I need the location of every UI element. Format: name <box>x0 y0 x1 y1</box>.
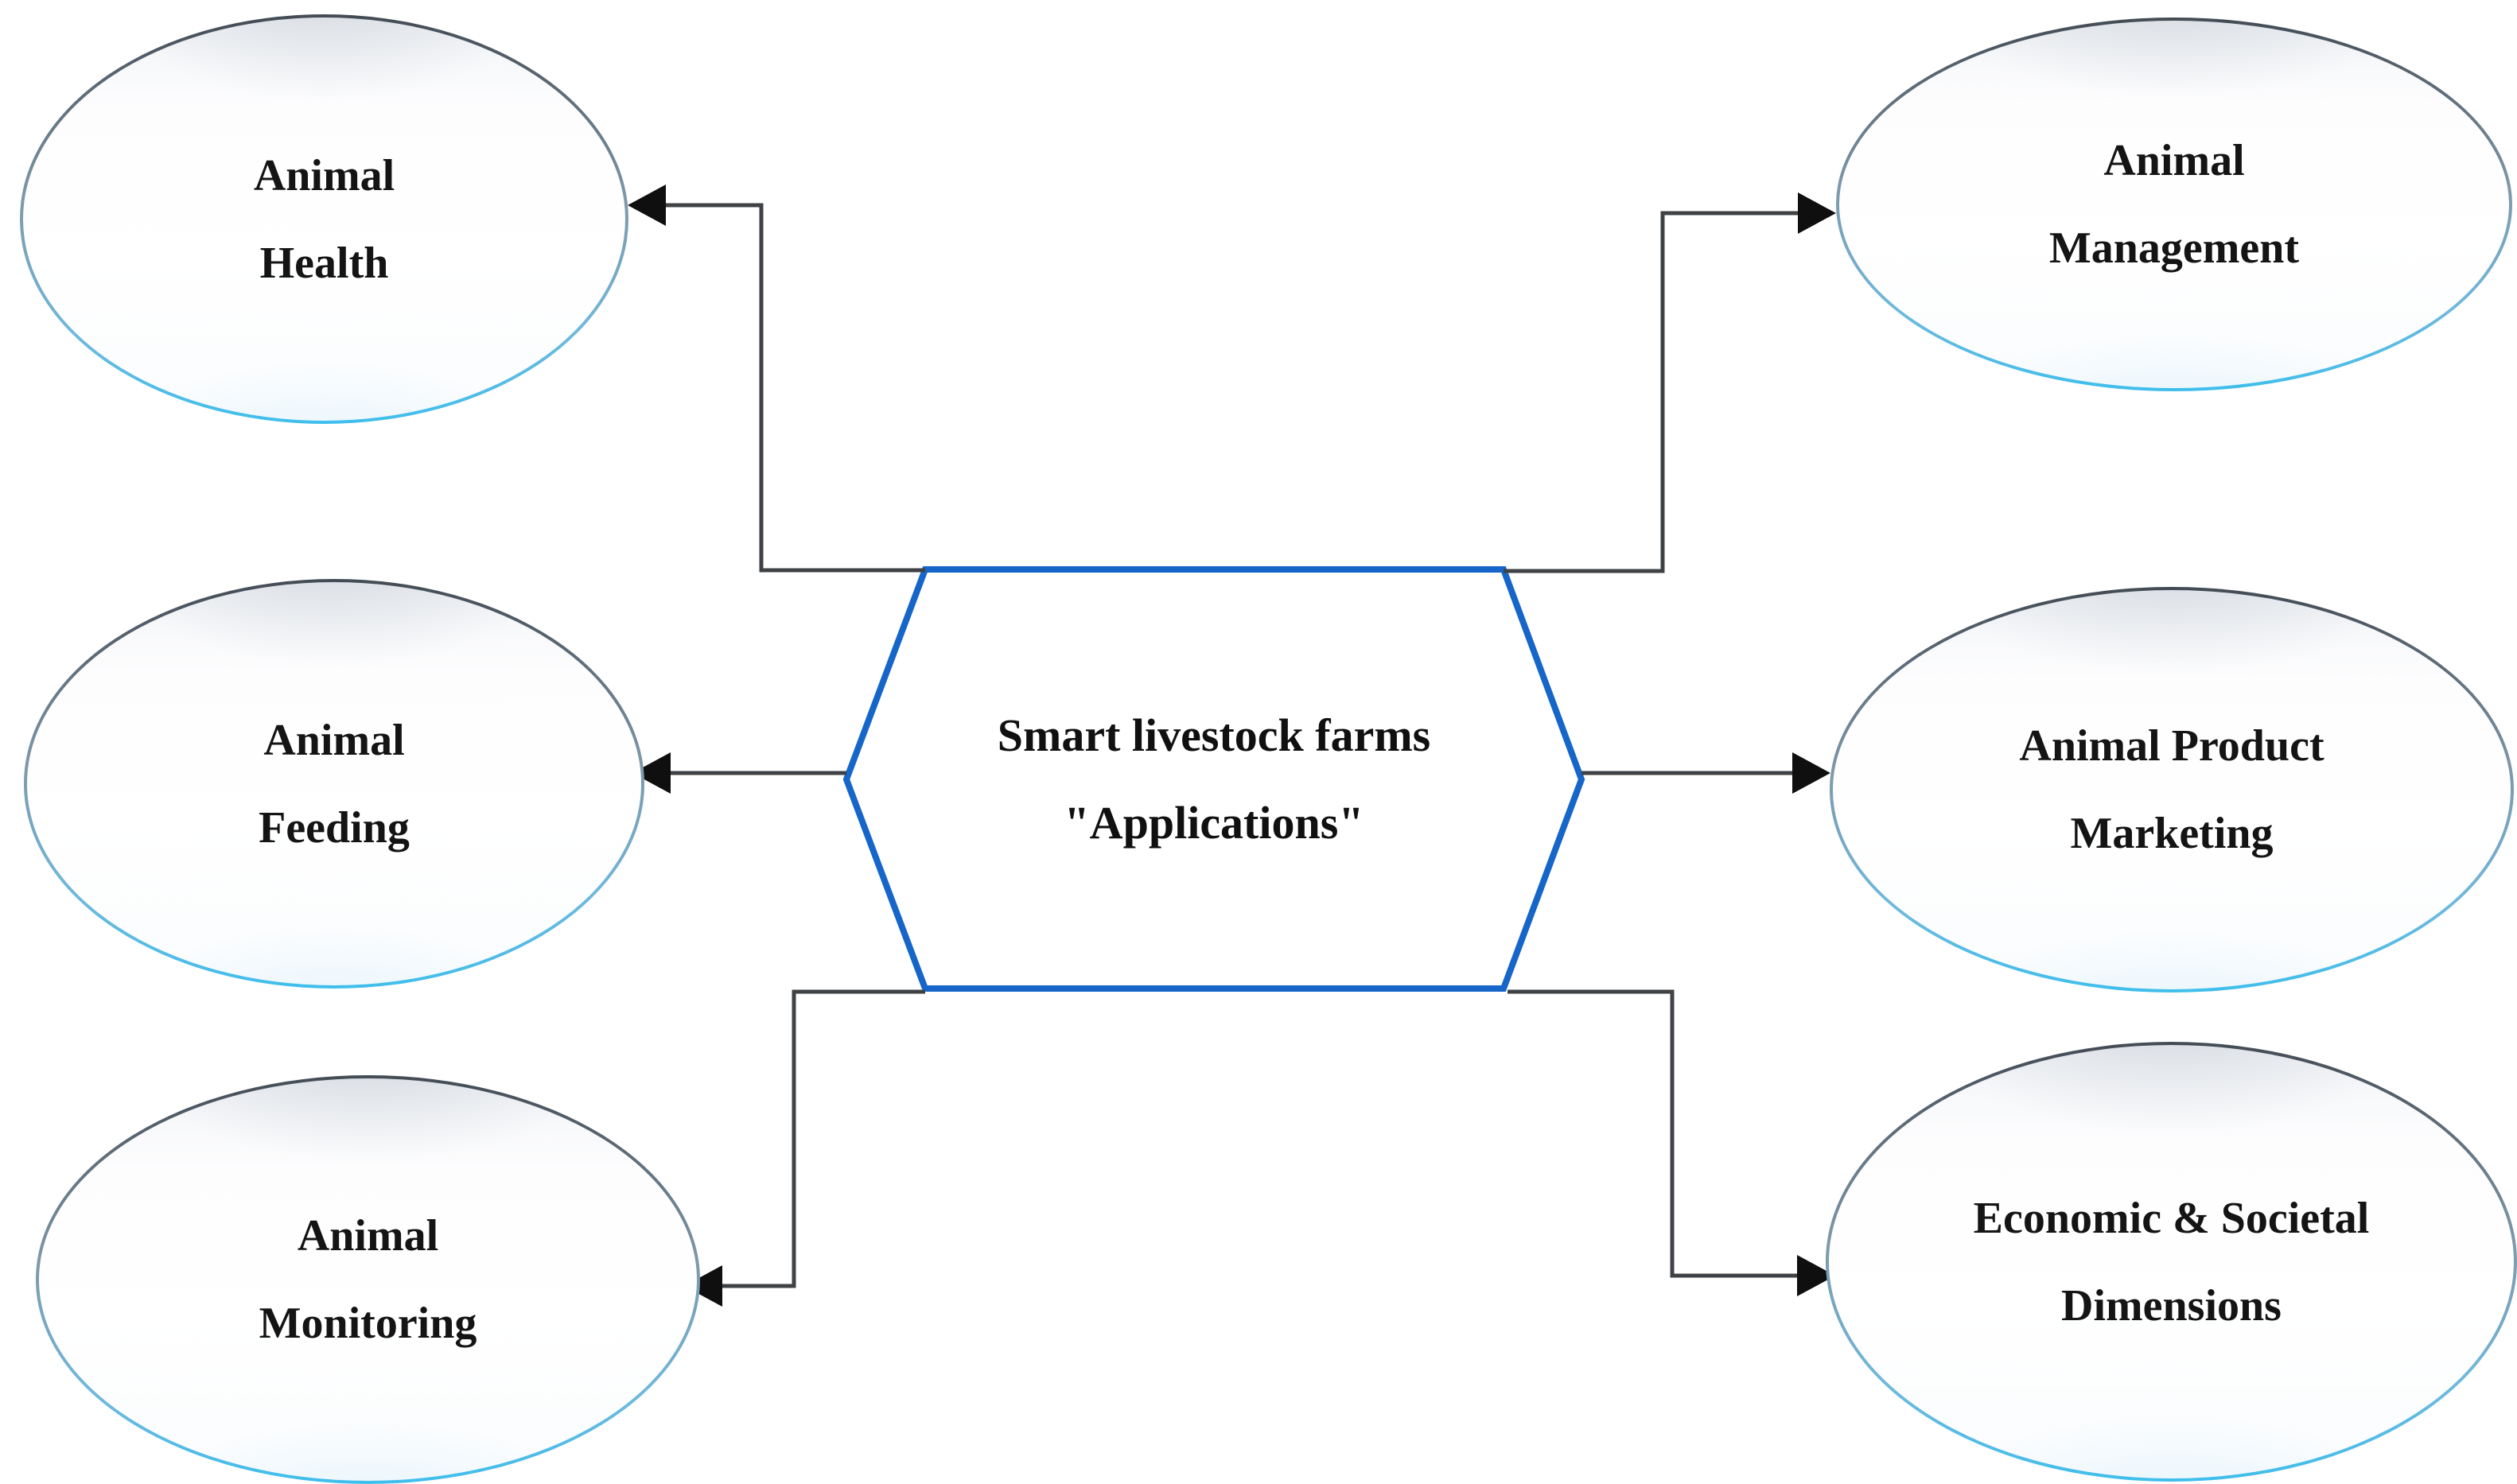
arrowhead-left-icon <box>684 1265 722 1307</box>
node-label-line: Economic & Societal <box>1973 1193 2370 1243</box>
connector-animal-health <box>628 185 925 573</box>
arrowhead-right-icon <box>1792 752 1830 794</box>
connector-animal-product-marketing <box>1581 752 1830 794</box>
node-animal-monitoring: Animal Monitoring <box>36 1075 700 1484</box>
node-label-line: Animal <box>263 715 405 765</box>
connector-economic-societal-dimensions <box>1507 989 1835 1296</box>
node-animal-health-surface: Animal Health <box>23 17 625 421</box>
node-label-line: Health <box>259 238 389 288</box>
node-animal-product-marketing-surface: Animal Product Marketing <box>1833 590 2511 989</box>
hexagon-center-node: Smart livestock farms "Applications" <box>846 569 1581 989</box>
node-label-line: Monitoring <box>259 1299 477 1348</box>
connector-animal-monitoring <box>684 989 925 1307</box>
node-economic-societal-dimensions: Economic & Societal Dimensions <box>1826 1042 2517 1482</box>
connector-animal-feeding <box>632 752 846 794</box>
node-label-line: Feeding <box>259 802 410 853</box>
node-label-line: Marketing <box>2070 809 2274 858</box>
node-animal-management-surface: Animal Management <box>1839 21 2509 388</box>
hexagon-label-line2: "Applications" <box>1064 796 1364 849</box>
node-label-line: Animal Product <box>2019 721 2324 771</box>
node-economic-societal-dimensions-surface: Economic & Societal Dimensions <box>1829 1045 2514 1478</box>
node-animal-feeding: Animal Feeding <box>24 579 644 989</box>
arrowhead-left-icon <box>632 752 671 794</box>
node-animal-monitoring-surface: Animal Monitoring <box>39 1078 697 1481</box>
connector-animal-management <box>1504 192 1836 573</box>
arrowhead-right-icon <box>1798 192 1836 234</box>
arrowhead-right-icon <box>1797 1255 1835 1296</box>
arrowhead-left-icon <box>628 185 666 226</box>
node-animal-feeding-surface: Animal Feeding <box>27 582 641 985</box>
node-animal-management: Animal Management <box>1836 17 2512 391</box>
node-label-line: Animal <box>2103 136 2245 185</box>
node-animal-health: Animal Health <box>20 14 628 424</box>
node-label-line: Management <box>2048 223 2300 273</box>
node-animal-product-marketing: Animal Product Marketing <box>1830 587 2514 993</box>
node-label-line: Dimensions <box>2061 1280 2282 1331</box>
node-label-line: Animal <box>253 150 395 200</box>
hexagon-label-line1: Smart livestock farms <box>997 709 1431 761</box>
node-label-line: Animal <box>297 1211 439 1261</box>
